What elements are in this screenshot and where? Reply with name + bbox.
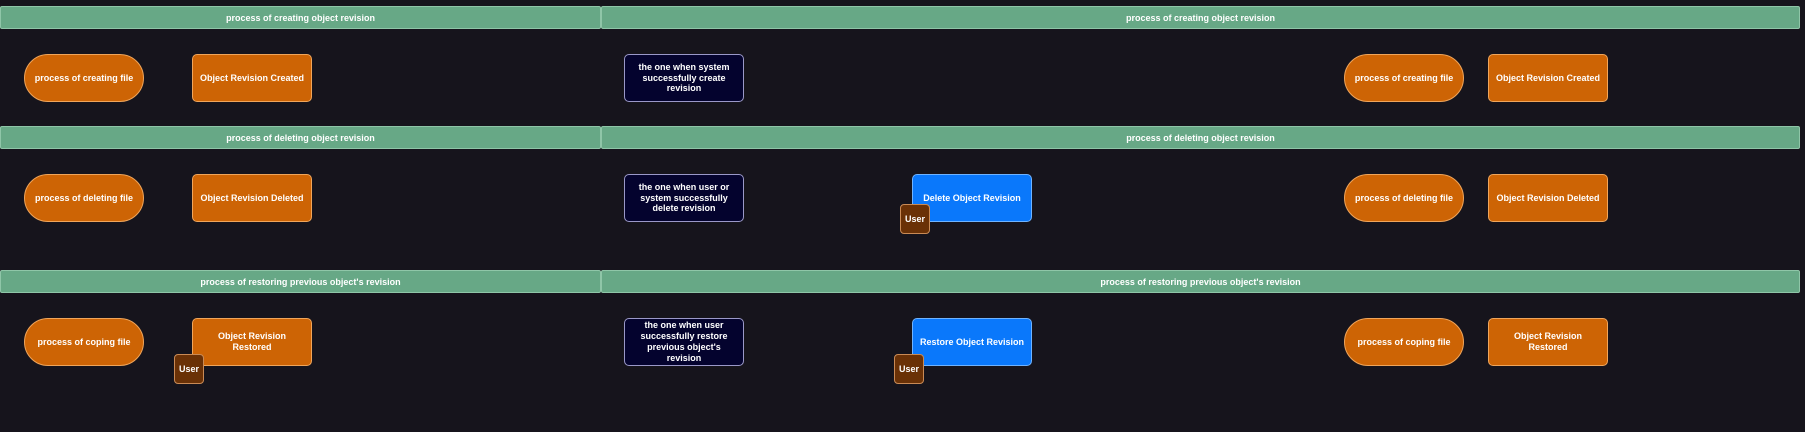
process-node[interactable]: process of coping file — [1344, 318, 1464, 366]
description-node[interactable]: the one when user successfully restore p… — [624, 318, 744, 366]
process-node[interactable]: process of deleting file — [1344, 174, 1464, 222]
actor-node[interactable]: User — [174, 354, 204, 384]
process-node[interactable]: process of coping file — [24, 318, 144, 366]
event-node[interactable]: Object Revision Restored — [192, 318, 312, 366]
process-node[interactable]: process of creating file — [1344, 54, 1464, 102]
event-node[interactable]: Object Revision Created — [192, 54, 312, 102]
lane-header-left: process of deleting object revision — [0, 126, 601, 149]
process-node[interactable]: process of deleting file — [24, 174, 144, 222]
actor-node[interactable]: User — [894, 354, 924, 384]
lane-header-left: process of creating object revision — [0, 6, 601, 29]
lane-header-right: process of creating object revision — [601, 6, 1800, 29]
event-node[interactable]: Object Revision Deleted — [192, 174, 312, 222]
lane-header-right: process of deleting object revision — [601, 126, 1800, 149]
event-node[interactable]: Object Revision Deleted — [1488, 174, 1608, 222]
description-node[interactable]: the one when system successfully create … — [624, 54, 744, 102]
process-node[interactable]: process of creating file — [24, 54, 144, 102]
command-node[interactable]: Delete Object Revision — [912, 174, 1032, 222]
lane-header-right: process of restoring previous object's r… — [601, 270, 1800, 293]
lane-header-left: process of restoring previous object's r… — [0, 270, 601, 293]
event-node[interactable]: Object Revision Restored — [1488, 318, 1608, 366]
event-node[interactable]: Object Revision Created — [1488, 54, 1608, 102]
command-node[interactable]: Restore Object Revision — [912, 318, 1032, 366]
actor-node[interactable]: User — [900, 204, 930, 234]
description-node[interactable]: the one when user or system successfully… — [624, 174, 744, 222]
